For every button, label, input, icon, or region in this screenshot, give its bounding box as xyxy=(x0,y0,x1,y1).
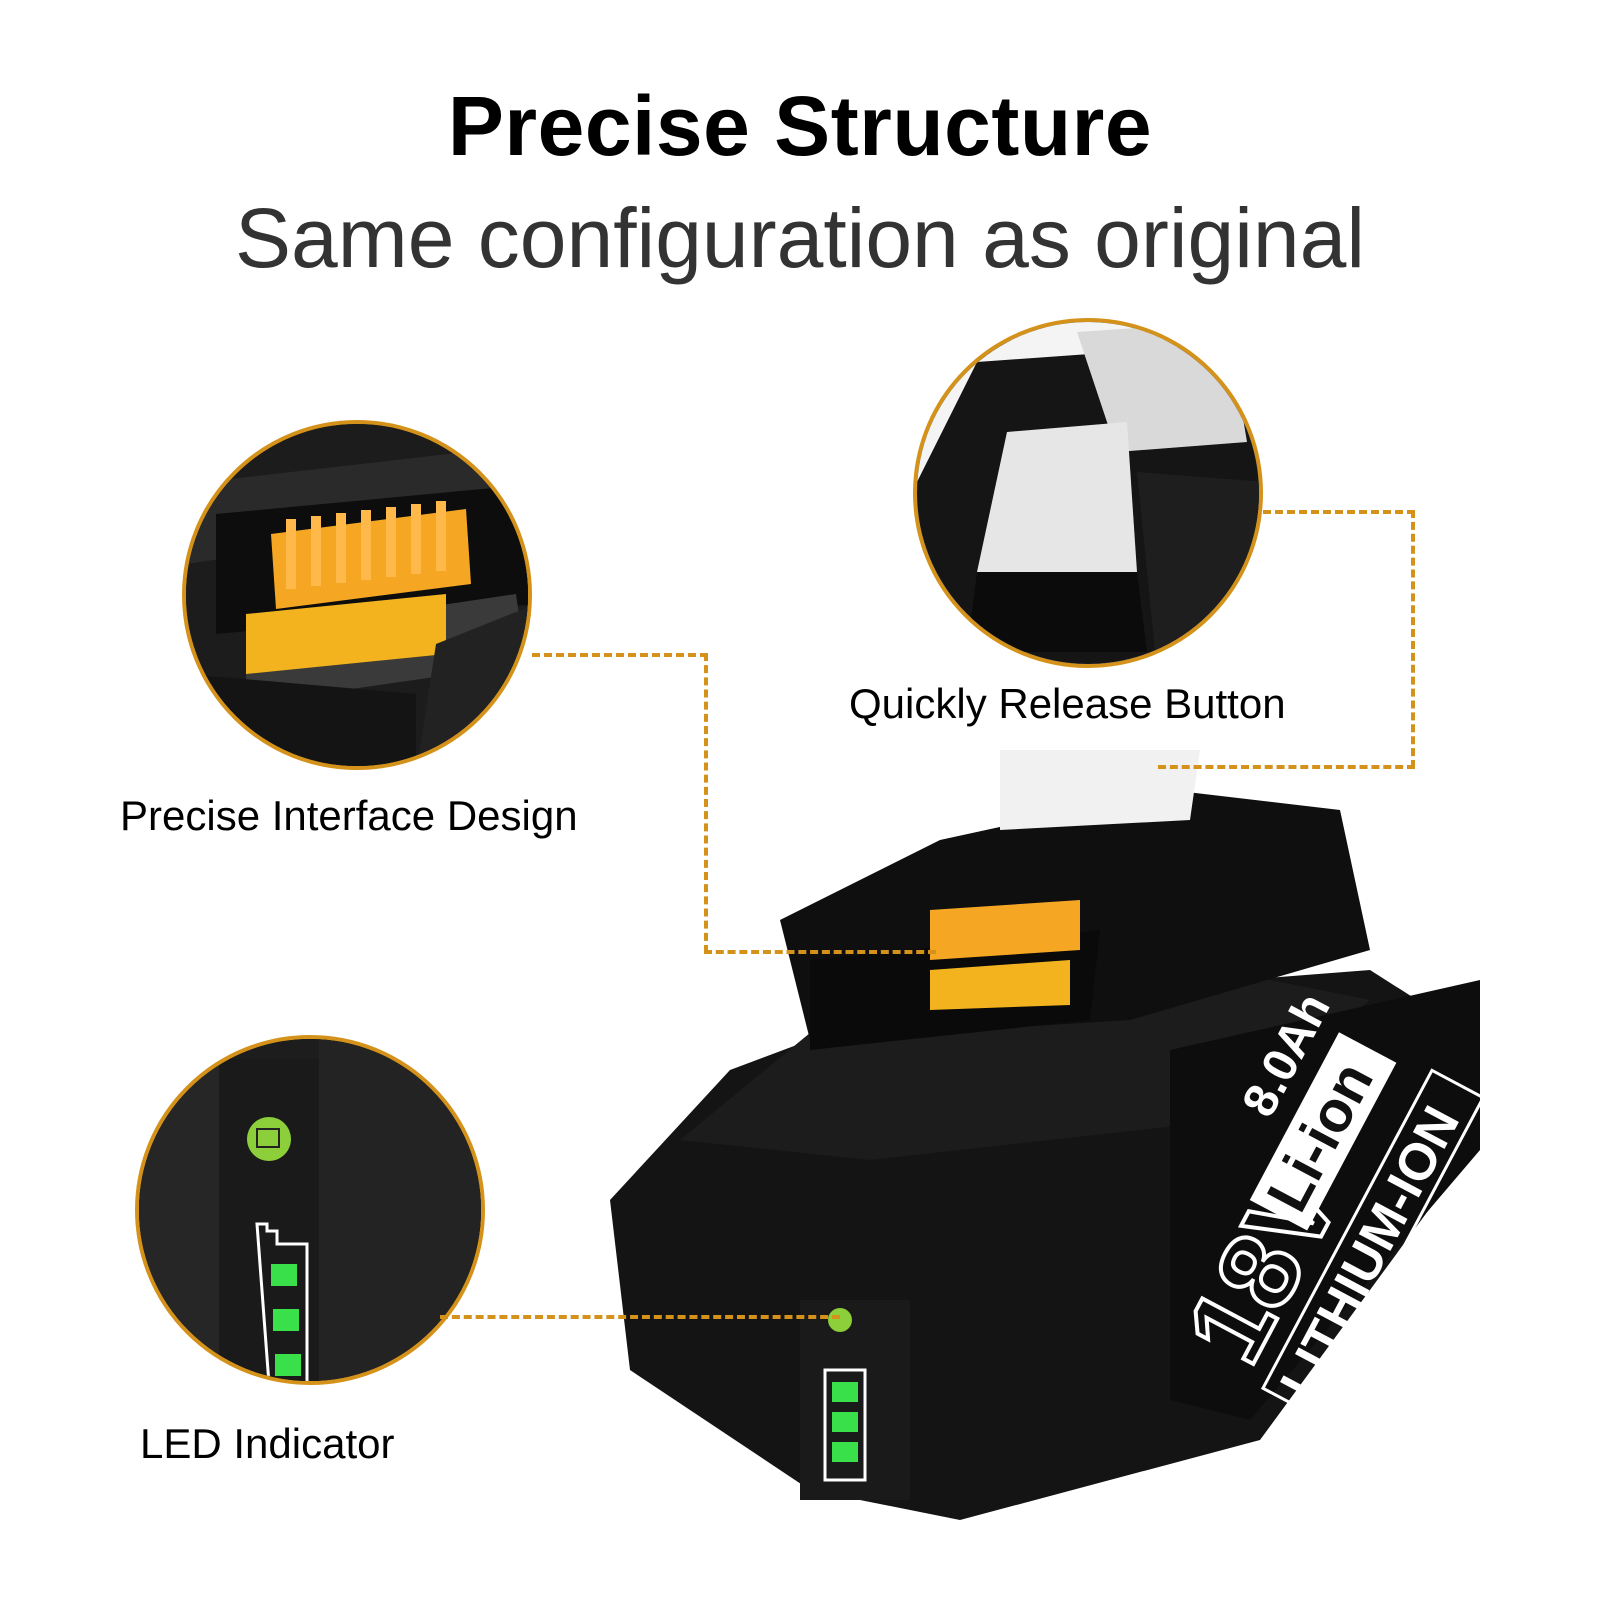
release-button-label: Quickly Release Button xyxy=(849,680,1286,727)
led-indicator-icon xyxy=(139,1039,481,1381)
connector-icon xyxy=(186,424,528,766)
battery-main-image: 18V Li-ion 8.0Ah LITHIUM-ION xyxy=(610,720,1490,1540)
page-subtitle: Same configuration as original xyxy=(235,191,1365,285)
release-button-detail-circle xyxy=(913,318,1263,668)
led-connector-line xyxy=(440,1315,840,1319)
interface-label: Precise Interface Design xyxy=(120,792,578,839)
led-detail-circle xyxy=(135,1035,485,1385)
interface-connector-line-v xyxy=(704,653,708,953)
release-button-icon xyxy=(917,322,1259,664)
interface-connector-line-h2 xyxy=(704,950,936,954)
release-connector-line-h2 xyxy=(1158,765,1415,769)
interface-connector-line-h1 xyxy=(532,653,708,657)
release-connector-line-h1 xyxy=(1263,510,1415,514)
interface-detail-circle xyxy=(182,420,532,770)
page-title: Precise Structure xyxy=(447,79,1153,173)
led-label: LED Indicator xyxy=(140,1420,395,1467)
release-connector-line-v xyxy=(1411,510,1415,768)
